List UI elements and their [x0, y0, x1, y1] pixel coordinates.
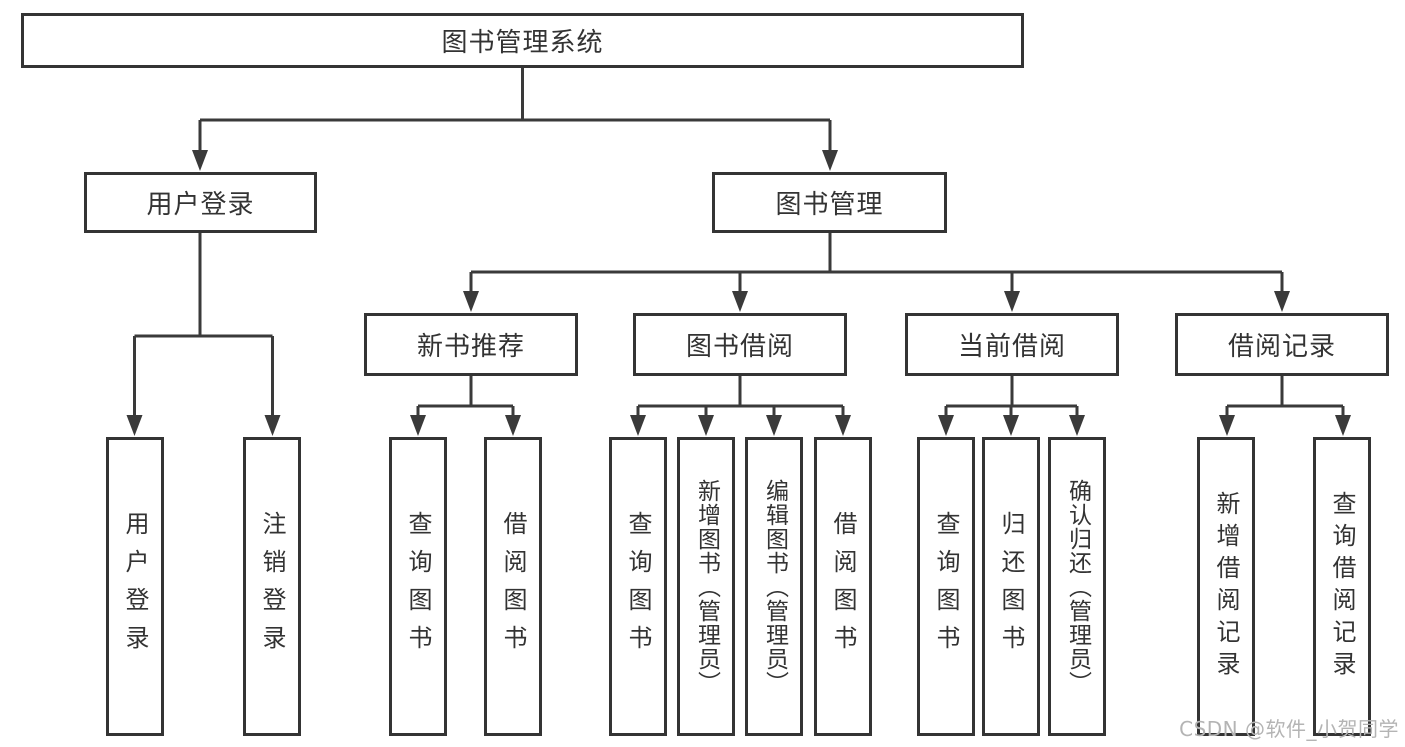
leaf-query-borrow-record-label: 查询借阅记录: [1328, 490, 1356, 683]
node-borrowing-records-label: 借阅记录: [1227, 332, 1336, 362]
node-current-borrowing-label: 当前借阅: [957, 332, 1066, 362]
leaf-borrow-books-borrowing: 借阅图书: [814, 437, 872, 736]
node-library-management-system-label: 图书管理系统: [441, 28, 604, 58]
leaf-add-book-admin: 新增图书（管理员）: [677, 437, 735, 736]
leaf-edit-book-admin: 编辑图书（管理员）: [745, 437, 803, 736]
leaf-add-borrow-record-label: 新增借阅记录: [1212, 490, 1240, 683]
leaf-confirm-return-admin-label: 确认归还（管理员）: [1064, 478, 1091, 695]
leaf-confirm-return-admin: 确认归还（管理员）: [1048, 437, 1106, 736]
csdn-watermark: CSDN @软件_小贺同学: [1179, 717, 1399, 741]
leaf-borrow-books-recommend-label: 借阅图书: [499, 510, 527, 663]
leaf-query-books-current: 查询图书: [917, 437, 975, 736]
leaf-query-books-current-label: 查询图书: [932, 510, 960, 663]
leaf-query-books-borrowing-label: 查询图书: [624, 510, 652, 663]
node-book-borrowing: 图书借阅: [633, 313, 847, 376]
node-book-management-label: 图书管理: [775, 190, 884, 220]
node-borrowing-records: 借阅记录: [1175, 313, 1389, 376]
node-new-book-recommendation-label: 新书推荐: [416, 332, 525, 362]
leaf-query-books-recommend: 查询图书: [389, 437, 447, 736]
leaf-add-book-admin-label: 新增图书（管理员）: [693, 478, 720, 695]
leaf-return-book: 归还图书: [982, 437, 1040, 736]
leaf-query-books-recommend-label: 查询图书: [404, 510, 432, 663]
node-user-login-label: 用户登录: [146, 190, 255, 220]
leaf-user-login: 用户登录: [106, 437, 164, 736]
node-new-book-recommendation: 新书推荐: [364, 313, 578, 376]
leaf-add-borrow-record: 新增借阅记录: [1197, 437, 1255, 736]
leaf-borrow-books-recommend: 借阅图书: [484, 437, 542, 736]
leaf-return-book-label: 归还图书: [997, 510, 1025, 663]
arrowheads: [126, 150, 1351, 436]
leaf-borrow-books-borrowing-label: 借阅图书: [829, 510, 857, 663]
node-current-borrowing: 当前借阅: [905, 313, 1119, 376]
leaf-logout-label: 注销登录: [258, 510, 286, 663]
leaf-query-books-borrowing: 查询图书: [609, 437, 667, 736]
node-book-management: 图书管理: [712, 172, 947, 233]
leaf-user-login-label: 用户登录: [121, 510, 149, 663]
leaf-query-borrow-record: 查询借阅记录: [1313, 437, 1371, 736]
node-user-login: 用户登录: [84, 172, 317, 233]
node-library-management-system: 图书管理系统: [21, 13, 1024, 68]
leaf-edit-book-admin-label: 编辑图书（管理员）: [761, 478, 788, 695]
tree-branch-lines: [133, 68, 1345, 417]
node-book-borrowing-label: 图书借阅: [685, 332, 794, 362]
leaf-logout: 注销登录: [243, 437, 301, 736]
